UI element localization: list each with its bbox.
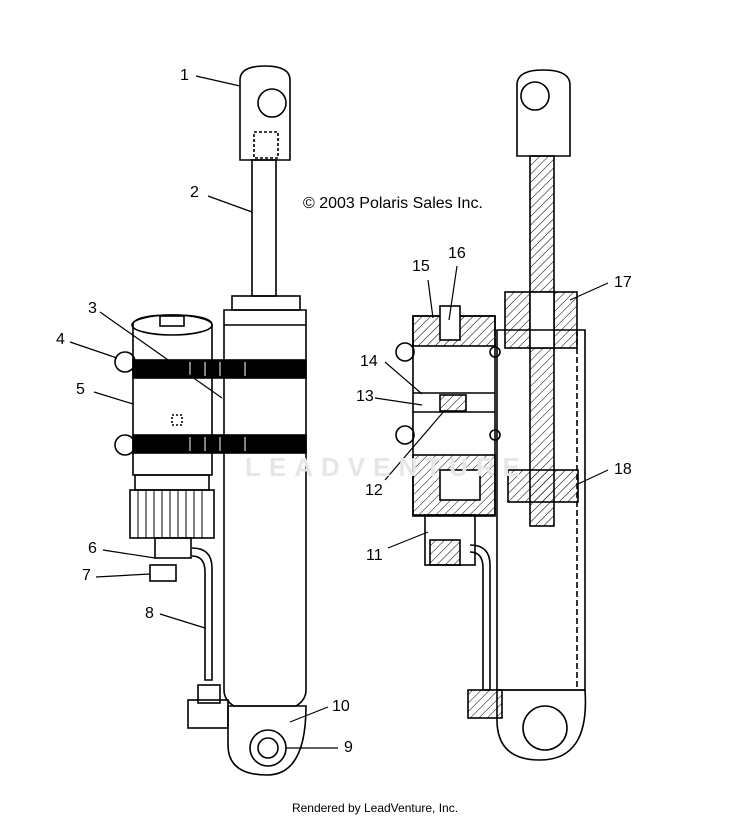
callout-16: 16 xyxy=(448,245,466,262)
callout-5: 5 xyxy=(76,381,85,398)
leader-lines xyxy=(69,75,609,749)
right-shock-section xyxy=(395,69,587,761)
top-eyelet-hole xyxy=(257,88,287,118)
callout-8: 8 xyxy=(145,605,154,622)
callout-3: 3 xyxy=(88,300,97,317)
callout-12: 12 xyxy=(365,482,383,499)
hose xyxy=(191,547,213,681)
fitting-bolt xyxy=(149,564,177,582)
callout-2: 2 xyxy=(190,184,199,201)
callout-15: 15 xyxy=(412,258,430,275)
watermark: LEADVENTURE xyxy=(245,452,529,482)
section-piston xyxy=(507,469,579,503)
callout-17: 17 xyxy=(614,274,632,291)
callout-11: 11 xyxy=(366,547,383,564)
clamp-bolt-upper xyxy=(114,351,136,373)
callout-18: 18 xyxy=(614,461,632,478)
section-top-eyelet xyxy=(516,69,571,157)
copyright-notice: © 2003 Polaris Sales Inc. xyxy=(303,195,483,212)
left-shock-exterior xyxy=(114,65,307,776)
bottom-eyelet xyxy=(227,705,307,776)
callout-7: 7 xyxy=(82,567,91,584)
top-eyelet xyxy=(239,65,291,161)
adjuster-knob xyxy=(129,489,215,539)
clamp-bolt-lower xyxy=(114,434,136,456)
shaft xyxy=(251,159,277,297)
callout-9: 9 xyxy=(344,739,353,756)
callout-13: 13 xyxy=(356,388,374,405)
callout-1: 1 xyxy=(180,67,189,84)
callout-10: 10 xyxy=(332,698,350,715)
callout-14: 14 xyxy=(360,353,378,370)
footer-credit: Rendered by LeadVenture, Inc. xyxy=(291,801,459,815)
bottom-eyelet-bushing xyxy=(249,729,287,767)
callout-4: 4 xyxy=(56,331,65,348)
fitting-nut xyxy=(154,537,192,559)
callout-6: 6 xyxy=(88,540,97,557)
seal-cap xyxy=(231,295,301,311)
